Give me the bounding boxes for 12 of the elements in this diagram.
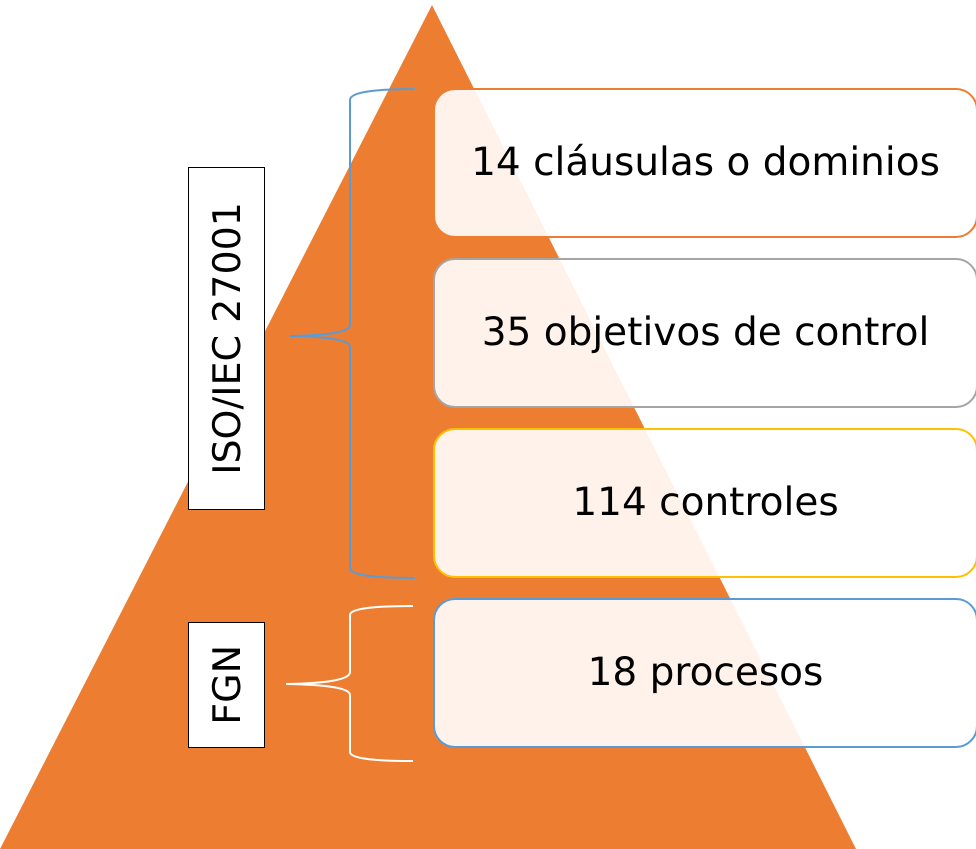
- label-text: ISO/IEC 27001: [208, 202, 246, 475]
- label-box: [188, 622, 265, 748]
- box-text: 14 cláusulas o dominios: [471, 138, 940, 187]
- box-text: 18 procesos: [588, 648, 824, 697]
- rounded-box: [433, 88, 976, 238]
- label-box: [188, 167, 265, 510]
- rounded-box: [433, 428, 976, 578]
- rounded-box: [433, 258, 976, 408]
- rounded-box: [433, 598, 976, 748]
- label-text: FGN: [208, 645, 246, 725]
- box-text: 114 controles: [572, 478, 839, 527]
- box-text: 35 objetivos de control: [482, 308, 930, 357]
